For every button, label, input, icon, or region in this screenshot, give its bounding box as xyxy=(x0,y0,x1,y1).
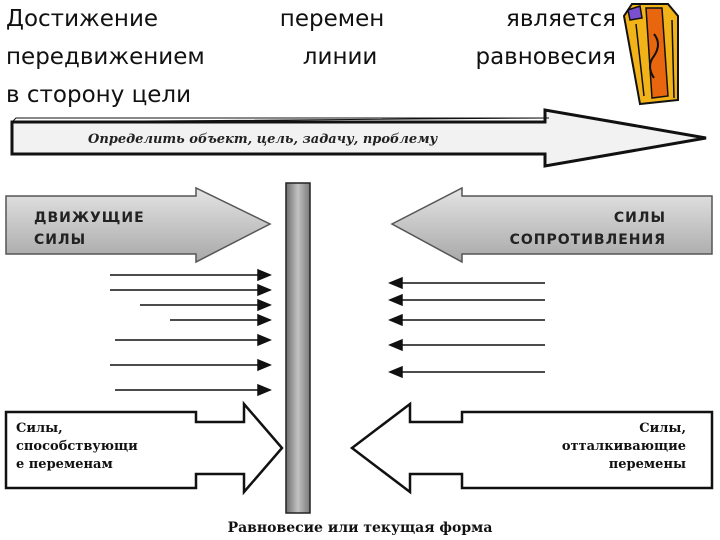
opposing-forces-arrow: Силы, отталкивающие перемены xyxy=(349,401,714,495)
opposing-forces-line1: Силы, xyxy=(639,421,686,436)
slide-title: Достижение перемен является передвижение… xyxy=(6,0,616,114)
pencil-icon xyxy=(622,3,679,106)
supporting-forces-line1: Силы, xyxy=(16,421,63,436)
supporting-forces-arrow: Силы, способствующи е переменам xyxy=(4,400,284,496)
supporting-forces-line2: способствующи xyxy=(16,439,138,454)
opposing-forces-line2: отталкивающие xyxy=(562,439,686,454)
title-line-2: передвижением линии равновесия xyxy=(6,38,616,76)
resisting-forces-line2: СОПРОТИВЛЕНИЯ xyxy=(510,232,666,248)
title-word: передвижением xyxy=(6,44,205,70)
resisting-forces-line1: СИЛЫ xyxy=(614,210,666,226)
top-goal-arrow: Определить объект, цель, задачу, проблем… xyxy=(10,108,707,168)
driving-force-arrows xyxy=(110,268,272,397)
title-line-3: в сторону цели xyxy=(6,82,192,108)
resisting-forces-block: СИЛЫ СОПРОТИВЛЕНИЯ xyxy=(390,186,713,264)
title-word: перемен xyxy=(279,6,385,32)
opposing-forces-line3: перемены xyxy=(609,457,686,472)
equilibrium-bar xyxy=(285,182,311,514)
driving-forces-block: ДВИЖУЩИЕ СИЛЫ xyxy=(5,186,272,264)
title-word: равновесия xyxy=(475,44,616,70)
top-arrow-label: Определить объект, цель, задачу, проблем… xyxy=(88,132,439,147)
title-word: линии xyxy=(302,44,378,70)
resisting-force-arrows xyxy=(388,276,545,379)
title-line-1: Достижение перемен является xyxy=(6,0,616,38)
supporting-forces-line3: е переменам xyxy=(16,457,113,472)
title-word: является xyxy=(506,6,616,32)
driving-forces-line1: ДВИЖУЩИЕ xyxy=(34,210,145,226)
title-word: Достижение xyxy=(6,6,159,32)
equilibrium-caption: Равновесие или текущая форма xyxy=(228,520,493,536)
driving-forces-line2: СИЛЫ xyxy=(34,232,86,248)
